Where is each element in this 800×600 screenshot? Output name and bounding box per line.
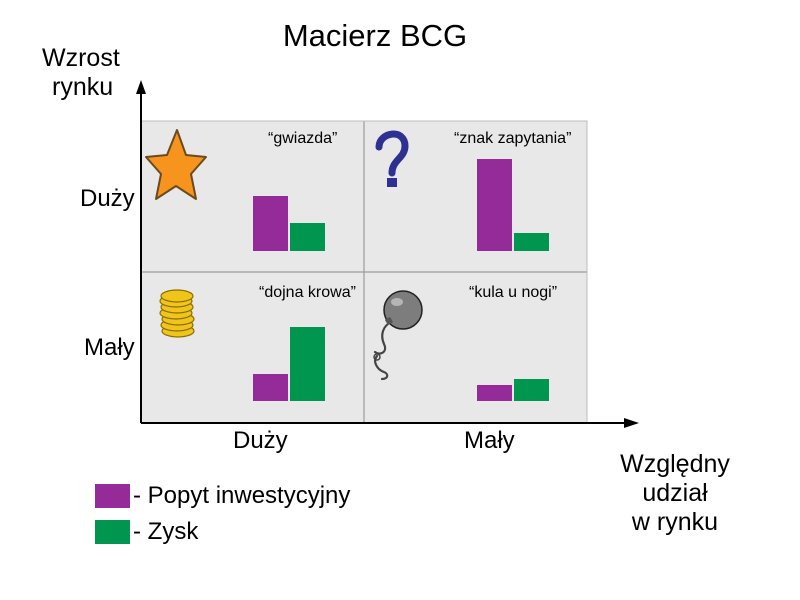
bar-investment-cash-cow xyxy=(253,374,288,401)
legend-swatch-profit xyxy=(95,520,130,544)
x-tick-small: Mały xyxy=(464,427,515,455)
bar-profit-dog xyxy=(514,379,549,401)
bar-profit-cash-cow xyxy=(290,327,325,401)
legend-label-investment: - Popyt inwestycyjny xyxy=(133,482,350,510)
quadrant-label-dog: “kula u nogi” xyxy=(469,284,557,302)
y-axis-arrowhead xyxy=(136,80,146,94)
coin-stack-icon xyxy=(160,290,194,337)
bar-investment-star xyxy=(253,196,288,251)
y-tick-large: Duży xyxy=(80,185,135,213)
quadrant-label-question-mark: “znak zapytania” xyxy=(454,130,571,148)
legend-label-profit: - Zysk xyxy=(133,518,198,546)
x-tick-large: Duży xyxy=(233,427,288,455)
quadrant-label-star: “gwiazda” xyxy=(268,130,337,148)
bar-profit-star xyxy=(290,223,325,251)
x-axis-label-line2: w rynku xyxy=(590,508,760,537)
y-tick-small: Mały xyxy=(84,334,135,362)
bar-profit-question-mark xyxy=(514,233,549,251)
bar-investment-question-mark xyxy=(477,159,512,251)
legend-swatch-investment xyxy=(95,484,130,508)
bar-investment-dog xyxy=(477,385,512,401)
x-axis-arrowhead xyxy=(624,418,639,428)
quadrant-label-cash-cow: “dojna krowa” xyxy=(259,284,356,302)
x-axis-label-line1: Względny udział xyxy=(590,450,760,508)
x-axis-label: Względny udział w rynku xyxy=(590,450,760,537)
